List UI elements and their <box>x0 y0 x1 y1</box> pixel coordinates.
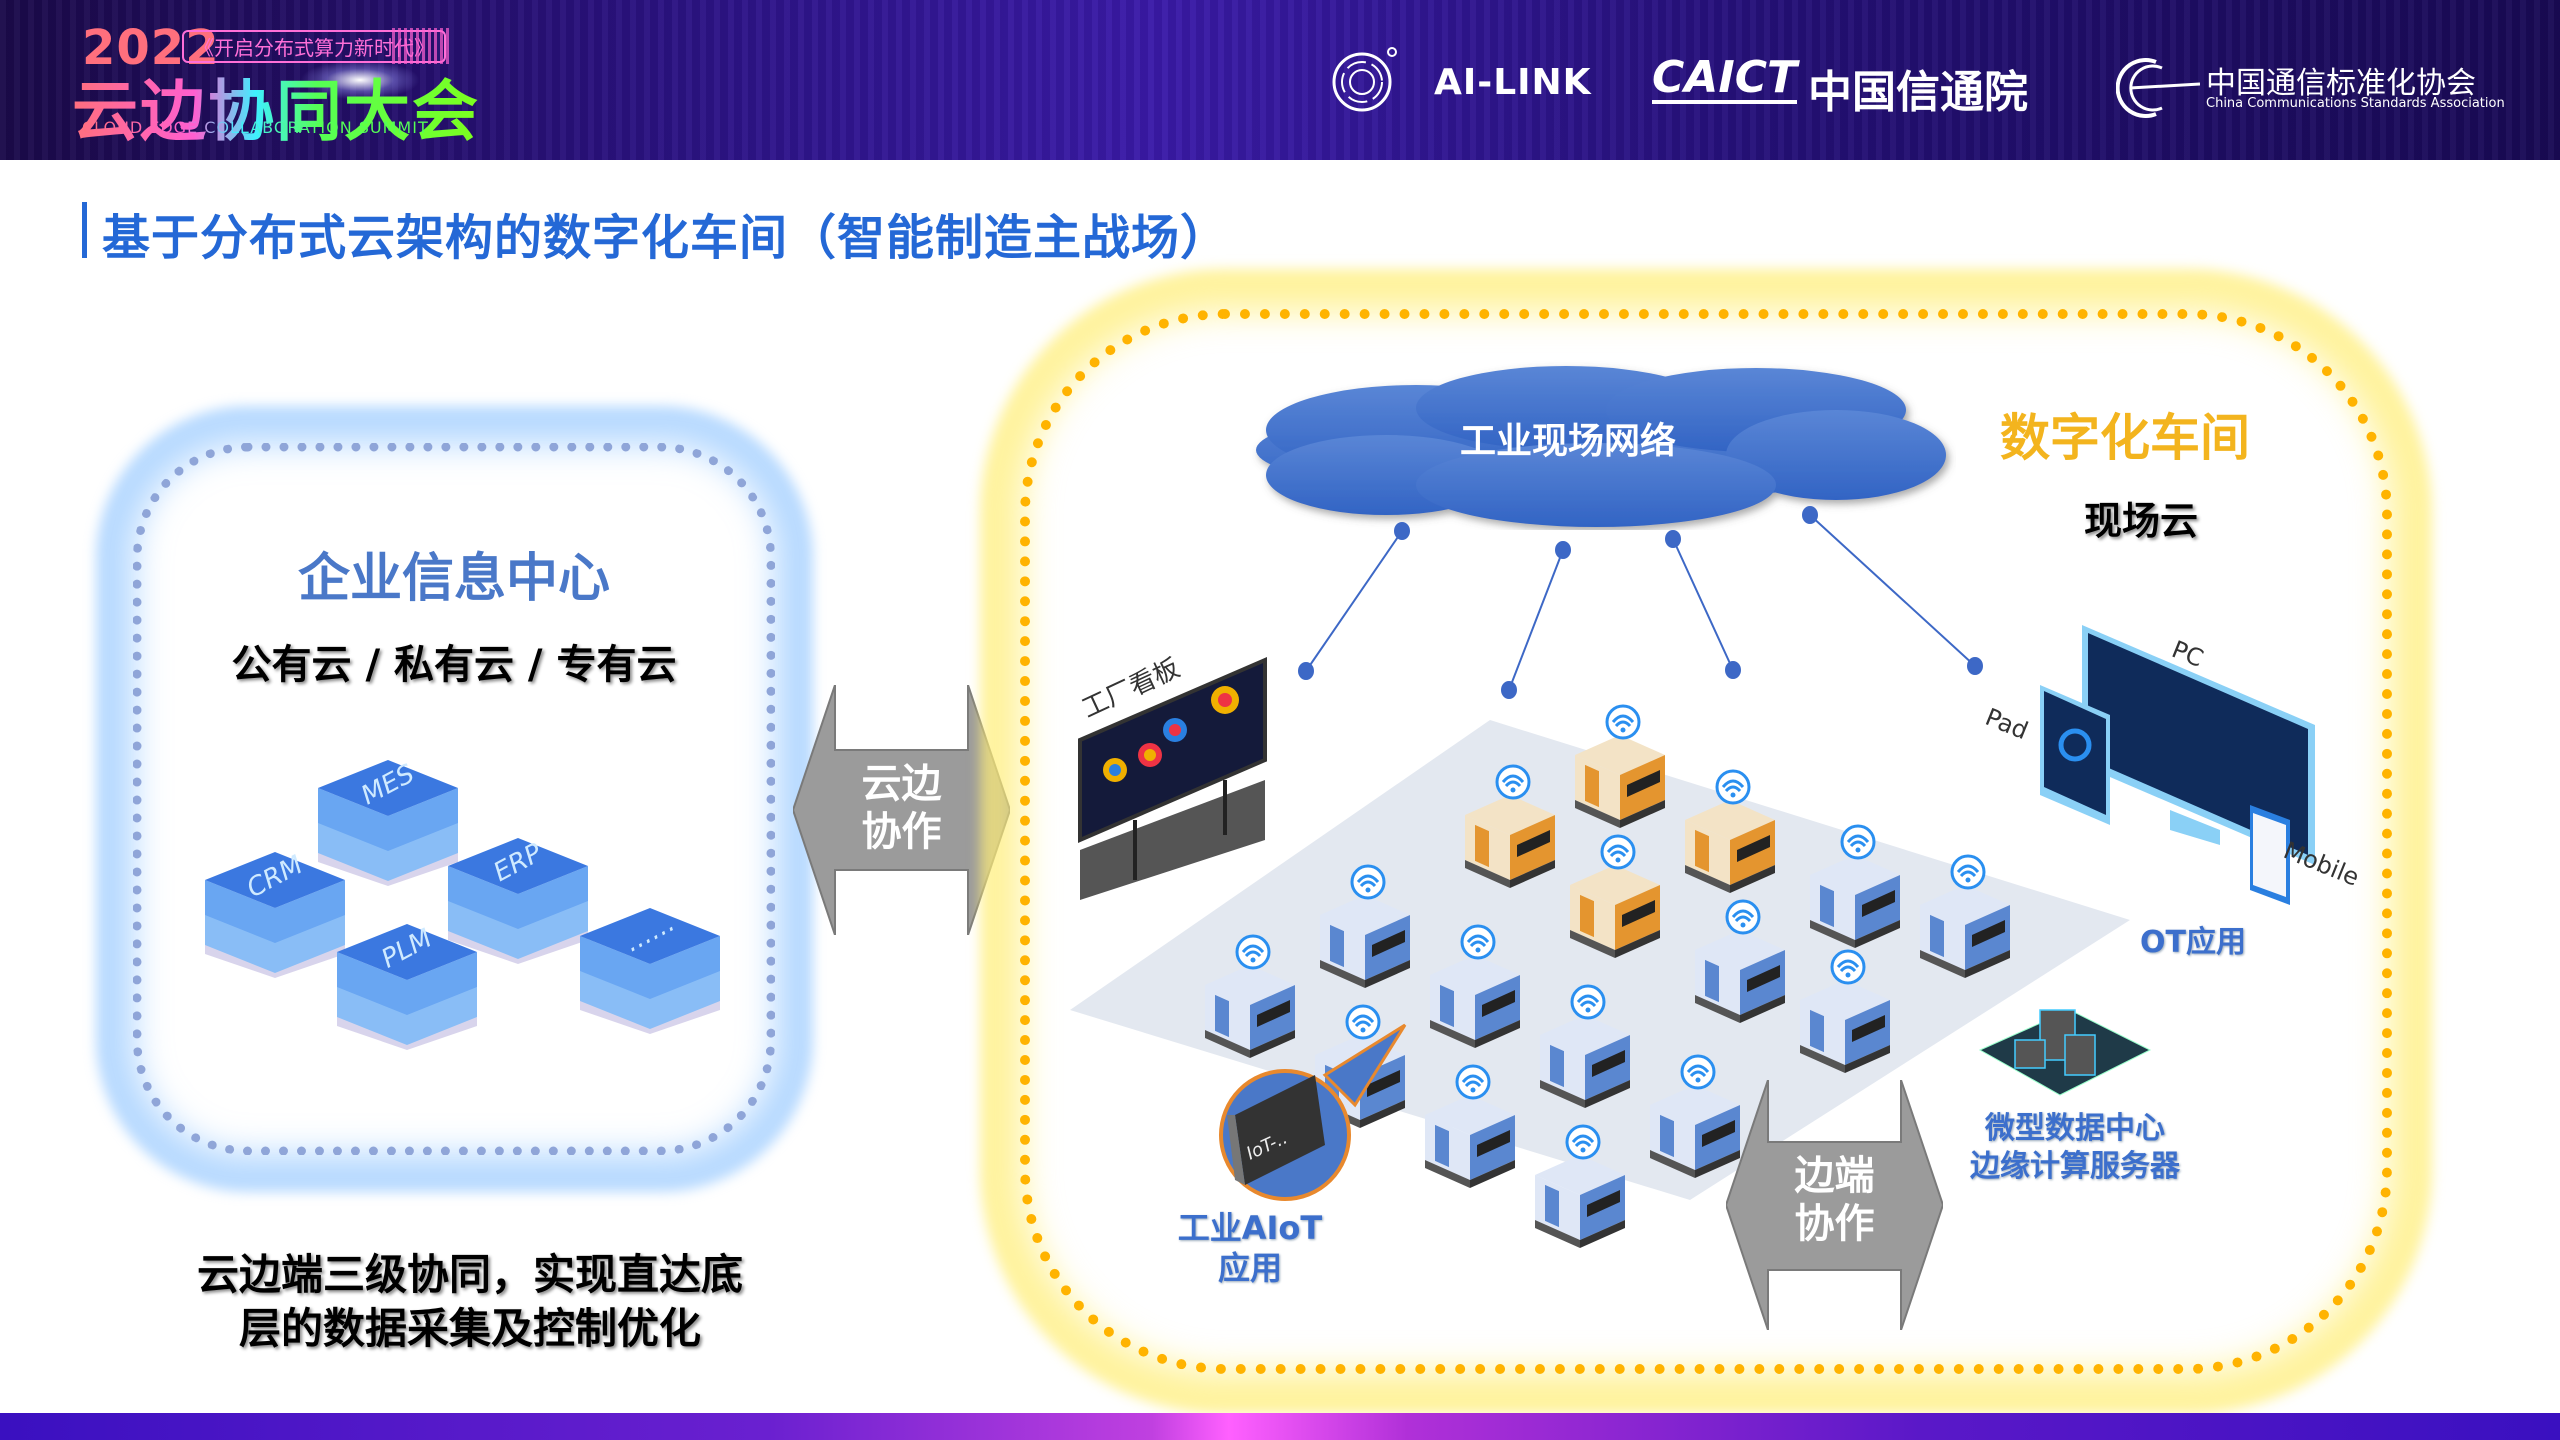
banner-light-flare <box>300 60 420 100</box>
cnc-machine-icon <box>1530 980 1640 1108</box>
cnc-machine-icon <box>1420 920 1530 1048</box>
cnc-machine-icon <box>1560 830 1670 958</box>
enterprise-subtitle: 公有云 / 私有云 / 专有云 <box>231 642 677 688</box>
label-line: 边缘计算服务器 <box>1970 1149 2180 1184</box>
caict-logo-cn: 中国信通院 <box>1808 67 2028 118</box>
cloud-edge-arrow-label: 云边 协作 <box>793 760 1010 856</box>
cnc-machine-icon <box>1790 945 1900 1073</box>
cnc-machine-icon <box>1685 895 1795 1023</box>
summary-line-1: 云边端三级协同，实现直达底 <box>196 1250 743 1299</box>
cnc-machine-icon <box>1800 820 1910 948</box>
cnc-machine-icon <box>1525 1120 1635 1248</box>
industrial-network-cloud-icon <box>1256 366 1946 527</box>
ccsa-logo-en: China Communications Standards Associati… <box>2206 96 2505 111</box>
ot-devices-icon <box>2040 625 2315 905</box>
edge-device-double-arrow-icon <box>1726 1080 1943 1330</box>
cnc-machine-icon <box>1565 700 1675 828</box>
event-name: 云边协同大会 <box>72 58 480 154</box>
server-stack-erp: ERP <box>448 838 588 968</box>
cnc-machine-icon <box>1195 930 1305 1058</box>
ccsa-logo-cn: 中国通信标准化协会 <box>2206 66 2476 101</box>
page-title: 基于分布式云架构的数字化车间（智能制造主战场） <box>102 210 1230 266</box>
title-accent-bar <box>82 202 87 258</box>
workshop-box-border <box>1020 309 2392 1374</box>
enterprise-box-border <box>133 443 775 1155</box>
ot-apps-label: OT应用 <box>2140 925 2246 960</box>
iot-gateway-callout-icon: IoT-.. <box>1219 1023 1407 1201</box>
edge-device-arrow-label: 边端 协作 <box>1726 1152 1943 1248</box>
summary-line-2: 层的数据采集及控制优化 <box>238 1304 701 1353</box>
arrow-label-line: 云边 <box>861 761 942 807</box>
industrial-aiot-label: 工业AIoT 应用 <box>1165 1208 1335 1288</box>
factory-dashboard-icon <box>1078 656 1267 900</box>
micro-datacenter-label: 微型数据中心 边缘计算服务器 <box>1960 1110 2190 1186</box>
arrow-label-line: 协作 <box>1794 1201 1875 1247</box>
cloud-edge-double-arrow-icon <box>793 685 1010 935</box>
equalizer-decoration-icon <box>392 28 452 64</box>
event-header-banner: 2022 《开启分布式算力新时代》 云边协同大会 CLOUD EDGE COLL… <box>0 0 2560 160</box>
enterprise-title: 企业信息中心 <box>297 549 610 609</box>
cnc-machine-icon <box>1675 765 1785 893</box>
caict-logo-text: CAICT <box>1652 52 1798 104</box>
event-name-en: CLOUD EDGE COLLABORATION SUMMIT <box>82 118 429 137</box>
workshop-title: 数字化车间 <box>2000 409 2250 467</box>
cnc-machine-icon <box>1415 1060 1525 1188</box>
server-stack-crm: CRM <box>205 850 345 982</box>
cnc-machine-icon <box>1910 850 2020 978</box>
label-line: 工业AIoT <box>1177 1209 1323 1247</box>
micro-datacenter-icon <box>1978 1009 2152 1096</box>
cnc-machine-icon <box>1455 760 1565 888</box>
cnc-machine-icon <box>1640 1050 1750 1178</box>
arrow-label-line: 协作 <box>861 809 942 855</box>
workshop-subtitle: 现场云 <box>2084 499 2199 543</box>
cnc-machine-icon <box>1310 860 1420 988</box>
label-line: 微型数据中心 <box>1985 1111 2165 1146</box>
event-year: 2022 <box>82 20 220 76</box>
label-line: 应用 <box>1217 1249 1282 1287</box>
footer-banner <box>0 1413 2560 1440</box>
ai-link-logo-text: AI-LINK <box>1434 62 1592 103</box>
network-cloud-label: 工业现场网络 <box>1460 421 1677 462</box>
collaboration-summary: 云边端三级协同，实现直达底 层的数据采集及控制优化 <box>150 1248 790 1356</box>
arrow-label-line: 边端 <box>1794 1153 1875 1199</box>
server-stack-plm: PLM <box>337 923 477 1054</box>
ccsa-logo-icon <box>2116 58 2200 118</box>
server-stack-more: …… <box>580 908 720 1038</box>
ai-link-logo-icon <box>1332 47 1397 112</box>
